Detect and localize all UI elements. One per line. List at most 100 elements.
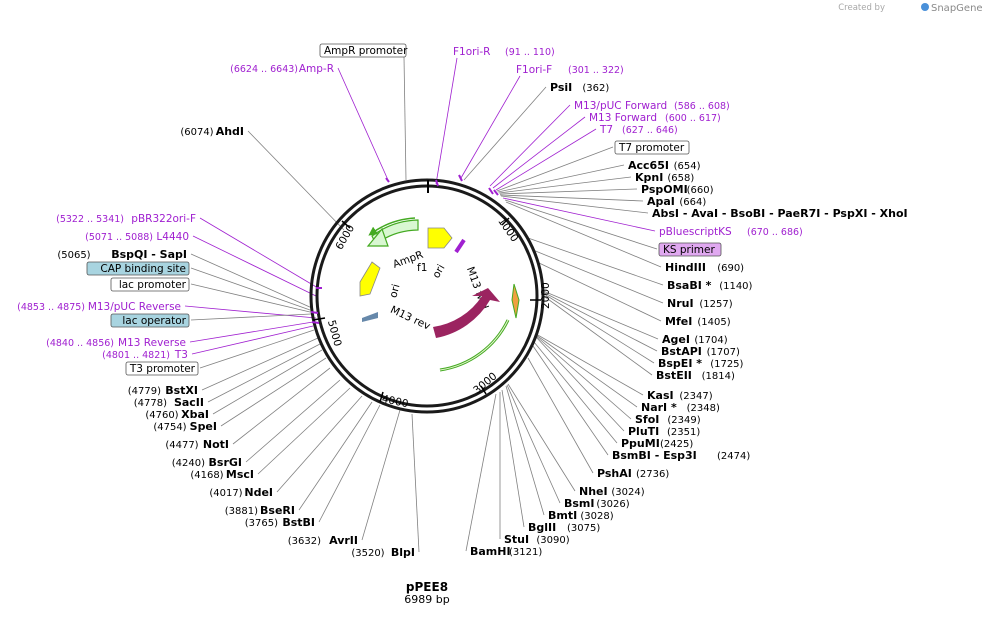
enzyme-site-label: BmtI [548, 509, 577, 522]
enzyme-site-label: BstBI [282, 516, 315, 529]
leader-line [199, 217, 319, 289]
enzyme-site-label: BspEI * [658, 357, 702, 370]
enzyme-site-label: KpnI [635, 171, 663, 184]
enzyme-site-label: HindIII [665, 261, 706, 274]
snapgene-credit: Created by SnapGene [838, 3, 982, 14]
primer-label: M13/pUC Reverse [88, 301, 181, 313]
labels: Amp-R(6624 .. 6643)AhdI(6074)pBR322ori-F… [17, 43, 908, 559]
primer-position: (4801 .. 4821) [102, 350, 170, 361]
enzyme-site-label: AvrII [329, 534, 358, 547]
enzyme-site-position: (3090) [536, 535, 569, 546]
features: AmpR f1 ori ori M13 fwd M13 rev amdS [359, 217, 520, 372]
leader-line [535, 334, 638, 408]
leader-line [533, 341, 618, 444]
enzyme-site-position: (3765) [245, 518, 278, 529]
enzyme-site-position: (2349) [667, 415, 700, 426]
enzyme-site-position: (3121) [509, 547, 542, 558]
leader-line [495, 128, 597, 191]
enzyme-site-position: (654) [674, 161, 701, 172]
enzyme-site-position: (362) [582, 83, 609, 94]
primer-position: (301 .. 322) [568, 65, 624, 76]
enzyme-site-position: (3026) [596, 499, 629, 510]
enzyme-site-label: BstAPI [661, 345, 702, 358]
primer-label: Amp-R [299, 63, 334, 75]
leader-line [540, 293, 653, 376]
enzyme-site-position: (658) [667, 173, 694, 184]
enzyme-site-position: (2347) [679, 391, 712, 402]
enzyme-site-label: BspQI - SapI [111, 248, 187, 261]
f1-label: f1 [417, 262, 427, 274]
leader-line [540, 289, 659, 340]
leader-line [506, 384, 561, 504]
leader-line [192, 235, 317, 297]
marker-feature [511, 283, 520, 319]
enzyme-site-position: (2425) [660, 439, 693, 450]
leader-line [207, 343, 321, 403]
enzyme-site-label: PshAI [597, 467, 632, 480]
enzyme-site-label: SfoI [635, 413, 659, 426]
leader-line [190, 253, 313, 309]
feature-label: T7 promoter [618, 142, 685, 154]
leader-line [527, 237, 664, 286]
primer-position: (600 .. 617) [665, 113, 721, 124]
primer-position: (4840 .. 4856) [46, 338, 114, 349]
tick-1000 [501, 217, 510, 226]
primer-label: pBR322ori-F [131, 213, 196, 225]
leader-line [535, 335, 632, 420]
primer-label: pBluescriptKS [659, 226, 732, 238]
leader-line [276, 395, 363, 493]
enzyme-site-position: (3075) [567, 523, 600, 534]
enzyme-site-label: BamHI [470, 545, 511, 558]
tick-label-4000: 4000 [381, 393, 410, 410]
m13-rev-label: M13 rev [388, 304, 432, 333]
feature-label: T3 promoter [129, 363, 196, 375]
leader-line [536, 261, 662, 322]
leader-line [492, 116, 586, 189]
enzyme-site-position: (3520) [351, 548, 384, 559]
enzyme-site-label: BseRI [260, 504, 295, 517]
feature-label: lac operator [122, 315, 186, 327]
snapgene-logo-icon [921, 3, 929, 11]
enzyme-site-label: NdeI [244, 486, 273, 499]
enzyme-site-position: (664) [679, 197, 706, 208]
enzyme-site-label: ApaI [647, 195, 675, 208]
enzyme-site-position: (1405) [697, 317, 730, 328]
leader-line [527, 357, 594, 474]
enzyme-site-label: PspOMI [641, 183, 688, 196]
feature-box [614, 140, 690, 155]
enzyme-site-position: (3024) [611, 487, 644, 498]
enzyme-site-label: BstXI [165, 384, 198, 397]
feature-box [110, 277, 190, 292]
feature-label: KS primer [663, 244, 715, 256]
enzyme-site-position: (3881) [225, 506, 258, 517]
leader-line [460, 75, 521, 179]
leader-line [532, 249, 664, 304]
enzyme-site-label: AgeI [662, 333, 690, 346]
primer-position: (5322 .. 5341) [56, 214, 124, 225]
primer-position: (586 .. 608) [674, 101, 730, 112]
feature-label: CAP binding site [100, 263, 186, 275]
enzyme-site-position: (4017) [209, 488, 242, 499]
enzyme-site-position: (2736) [636, 469, 669, 480]
primer-label: F1ori-F [516, 64, 552, 76]
feature-box [125, 361, 199, 376]
enzyme-site-position: (2348) [687, 403, 720, 414]
enzyme-site-position: (2351) [667, 427, 700, 438]
leader-line [232, 367, 331, 445]
leader-line [540, 290, 658, 352]
enzyme-site-position: (1707) [707, 347, 740, 358]
enzyme-site-position: (1140) [719, 281, 752, 292]
leader-lines [184, 56, 664, 553]
leader-line [505, 201, 662, 268]
enzyme-site-label: BstEII [656, 369, 692, 382]
primer-label: T3 [174, 349, 188, 361]
f1-ori-feature [427, 227, 453, 249]
leader-line [337, 67, 389, 181]
primer-position: (5071 .. 5088) [85, 232, 153, 243]
leader-line [199, 329, 315, 369]
enzyme-site-label: Acc65I [628, 159, 669, 172]
primer-label: M13 Reverse [118, 337, 186, 349]
primer-marks [310, 174, 499, 324]
leader-line [500, 195, 649, 214]
leader-line [257, 387, 351, 475]
